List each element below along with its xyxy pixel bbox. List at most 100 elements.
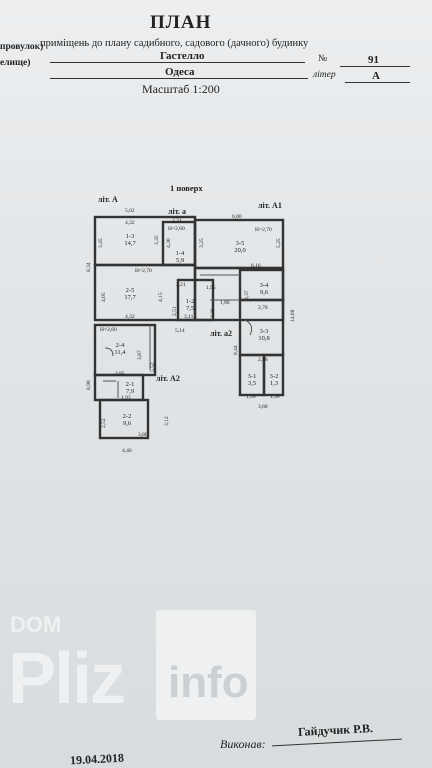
lit-a-small-label: літ. а: [168, 207, 186, 216]
document-date: 19.04.2018: [69, 750, 125, 768]
room-area-2-2: 9,6: [123, 420, 132, 427]
dim: 1,95: [206, 285, 216, 291]
dim: 1,50: [246, 394, 256, 400]
dim: 2,38: [210, 308, 216, 318]
room-id-2-5: 2-5: [126, 287, 135, 294]
dim: 2,21: [176, 282, 186, 288]
city-underline: [50, 78, 308, 79]
letter-underline: [345, 82, 410, 83]
dim: 3,12: [164, 416, 170, 426]
lit-a2-label: літ. А2: [156, 374, 180, 383]
room-area-2-4: 11,4: [114, 349, 126, 356]
dim: 4,30: [166, 238, 172, 248]
number-underline: [340, 66, 410, 67]
dim: H=2,60: [100, 327, 117, 333]
dim: 2,51: [172, 306, 178, 316]
dim: 1,30: [270, 394, 280, 400]
number-label: №: [318, 54, 328, 64]
room-id-1-3: 1-3: [126, 233, 135, 240]
dim: 3,35: [154, 235, 160, 245]
dim: 1,86: [220, 300, 230, 306]
dim: 8,34: [86, 262, 92, 272]
room-area-1-2: 7,5: [186, 305, 194, 312]
room-id-3-5: 3-5: [236, 240, 245, 247]
room-id-1-2: 1-2: [186, 298, 195, 305]
room-id-1-4: 1-4: [176, 250, 185, 257]
street-underline: [50, 62, 305, 63]
room-area-3-3: 10,8: [258, 335, 269, 342]
watermark-dom-text: DOM: [10, 612, 62, 637]
dim: 2,52: [101, 418, 107, 428]
number-value: 91: [368, 54, 379, 66]
watermark-info-text: info: [168, 658, 249, 707]
watermark-pliz-text: Pliz: [8, 639, 126, 719]
dim: 3,37: [244, 290, 250, 300]
dim: H=2,60: [168, 226, 185, 232]
dim: 5,14: [175, 328, 185, 334]
dim: H=2,70: [255, 227, 272, 233]
dim: 8,44: [233, 345, 239, 355]
dim: 5,25: [276, 238, 282, 248]
page-subtitle: приміщень до плану садибного, садового (…: [40, 38, 309, 49]
dim: 6,16: [251, 263, 261, 269]
dim: 4,32: [125, 220, 135, 226]
dompliz-watermark: DOM Pliz info: [8, 610, 308, 735]
room-area-3-1: 3,5: [248, 380, 256, 387]
scale-label: Масштаб 1:200: [142, 82, 220, 96]
dim: 2,78: [258, 305, 268, 311]
dim: 5,52: [150, 362, 156, 372]
room-id-3-3: 3-3: [260, 328, 269, 335]
city-value: Одеса: [165, 66, 195, 78]
dim: 2,95: [115, 371, 125, 377]
room-id-3-1: 3-1: [248, 373, 257, 380]
room-id-2-1: 2-1: [126, 381, 135, 388]
room-area-3-4: 9,6: [260, 289, 269, 296]
room-outline-2-2: [98, 398, 150, 440]
street-value: Гастелло: [160, 50, 205, 62]
room-area-3-2: 1,3: [270, 380, 278, 387]
dim: 6,80: [232, 214, 242, 220]
street-type-label: провулок): [0, 42, 44, 52]
dim: 3,11: [184, 314, 194, 320]
room-id-2-4: 2-4: [116, 342, 125, 349]
dim: 3,80: [138, 432, 148, 438]
dim: 8,90: [86, 380, 92, 390]
signature-underline: [272, 738, 402, 747]
executor-label: Виконав:: [220, 737, 266, 751]
page-title: ПЛАН: [150, 12, 212, 33]
dim: 4,32: [125, 314, 135, 320]
room-id-2-2: 2-2: [123, 413, 132, 420]
lit-a-label: літ. А: [98, 195, 118, 204]
room-id-3-2: 3-2: [270, 373, 279, 380]
dim: H=2,70: [135, 268, 152, 274]
dim: 2,21: [172, 218, 182, 224]
dim: 5,02: [125, 208, 135, 214]
letter-value: А: [372, 70, 380, 82]
executor-name: Гайдучик Р.В.: [297, 721, 374, 739]
dim: 3,25: [199, 238, 205, 248]
room-outline-3-2: [262, 353, 285, 397]
dim: 1,93: [121, 395, 131, 401]
lit-a2-small-label: літ. а2: [210, 329, 232, 338]
dim: 4,05: [101, 292, 107, 302]
dim: 3,87: [137, 350, 143, 360]
room-area-2-5: 17,7: [124, 294, 136, 301]
dim: 3,45: [98, 238, 104, 248]
watermark-box: [156, 610, 256, 720]
room-area-2-1: 7,9: [126, 388, 134, 395]
dim: 14,08: [290, 309, 296, 322]
room-area-3-5: 20,0: [234, 247, 245, 254]
floor-plan: 1 поверх літ. А літ. а літ. А1 літ. а2 л…: [86, 183, 296, 454]
letter-label: літер: [313, 70, 336, 80]
dim: 3,68: [258, 404, 268, 410]
lit-a1-label: літ. А1: [258, 201, 282, 210]
settlement-type-label: елище): [0, 58, 31, 68]
floor-label: 1 поверх: [170, 183, 203, 193]
dim: 4,15: [158, 292, 164, 302]
dim: 4,40: [122, 448, 132, 454]
room-area-1-4: 5,9: [176, 257, 184, 264]
dim: 2,88: [258, 357, 268, 363]
room-id-3-4: 3-4: [260, 282, 269, 289]
room-area-1-3: 14,7: [124, 240, 136, 247]
